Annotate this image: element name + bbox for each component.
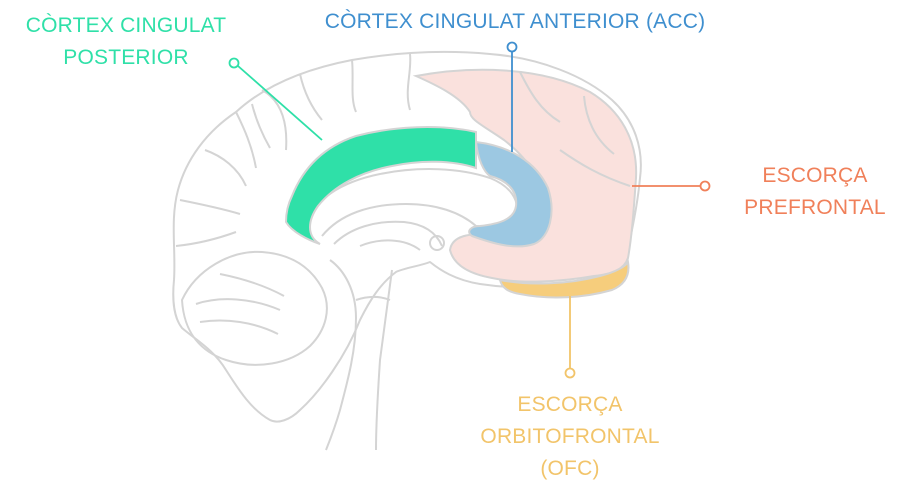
gyrus-line xyxy=(352,60,356,112)
prefrontal-label-line1: ESCORÇA xyxy=(737,160,893,192)
prefrontal-label-line2: PREFRONTAL xyxy=(737,192,893,224)
gyrus-line xyxy=(300,74,322,120)
cerebellum xyxy=(182,252,327,365)
cerebellum-fold xyxy=(220,274,284,296)
ofc-callout-dot xyxy=(566,369,575,378)
gyrus-line xyxy=(176,232,236,246)
pfc-callout-dot xyxy=(701,182,710,191)
cerebellum-fold xyxy=(200,321,278,335)
orbitofrontal-label-line2: ORBITOFRONTAL xyxy=(470,421,670,453)
orbitofrontal-label: ESCORÇA ORBITOFRONTAL (OFC) xyxy=(470,389,670,485)
pcc-callout-line xyxy=(238,66,322,140)
gyrus-line xyxy=(205,150,246,186)
thalamus xyxy=(360,240,420,250)
gyrus-line xyxy=(236,112,256,168)
acc-callout-dot xyxy=(508,43,517,52)
posterior-cingulate-label-line1: CÒRTEX CINGULAT xyxy=(8,10,244,42)
anterior-cingulate-label: CÒRTEX CINGULAT ANTERIOR (ACC) xyxy=(300,6,730,38)
orbitofrontal-label-line1: ESCORÇA xyxy=(470,389,670,421)
posterior-cingulate-label: CÒRTEX CINGULAT POSTERIOR xyxy=(8,10,244,74)
orbitofrontal-label-line3: (OFC) xyxy=(470,453,670,485)
cerebellum-fold xyxy=(196,299,280,310)
fornix xyxy=(334,222,442,246)
posterior-cingulate-label-line2: POSTERIOR xyxy=(8,42,244,74)
posterior-cingulate-region xyxy=(286,127,476,244)
brainstem xyxy=(326,260,356,450)
gyrus-line xyxy=(180,200,240,214)
gyrus-line xyxy=(252,104,270,148)
gyrus-line xyxy=(408,54,411,110)
prefrontal-label: ESCORÇA PREFRONTAL xyxy=(737,160,893,224)
anterior-cingulate-label-line1: CÒRTEX CINGULAT ANTERIOR (ACC) xyxy=(300,6,730,38)
